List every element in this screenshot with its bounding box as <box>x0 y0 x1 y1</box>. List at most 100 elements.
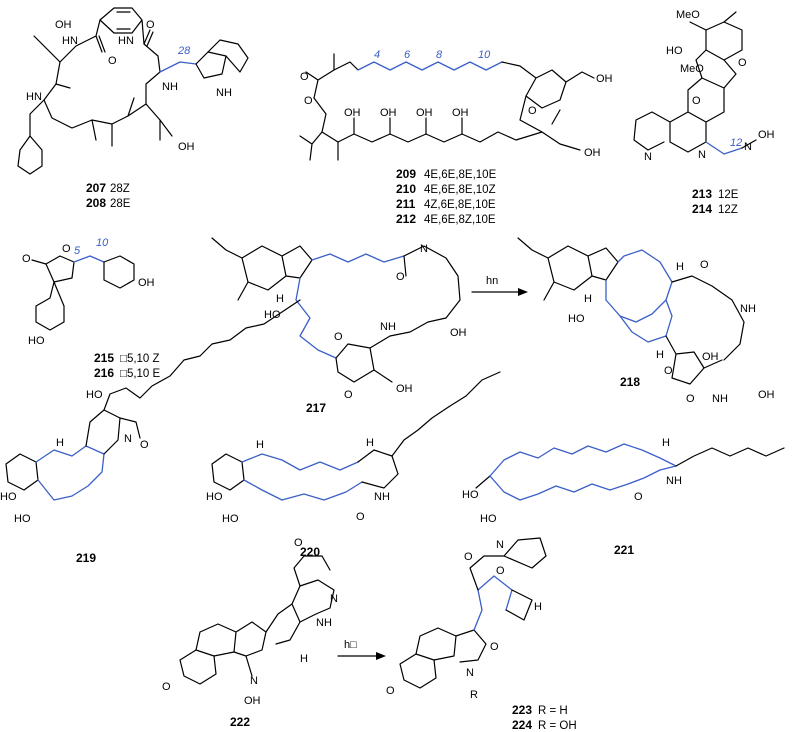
o-label-222b: O <box>294 537 303 549</box>
ho-label-220: HO <box>206 491 223 503</box>
isomer-210: 4E,6E,8E,10Z <box>424 184 496 196</box>
n-oxime-label: N <box>744 141 752 153</box>
reaction-condition-2: h□ <box>344 639 357 651</box>
n-label-222b: N <box>330 593 338 605</box>
hn-label-207b: HN <box>118 35 134 47</box>
structure-220: NH O H H HO HO 220 <box>206 371 501 559</box>
substituent-223: R = H <box>538 705 568 717</box>
n-label-213: N <box>698 149 706 161</box>
isomer-215: □5,10 Z <box>120 353 160 365</box>
h-label-218c: H <box>656 349 664 361</box>
o-label-223b: O <box>490 641 499 653</box>
isomer-216: □5,10 E <box>120 368 161 380</box>
nh-label-220: NH <box>374 491 390 503</box>
locant-5: 5 <box>74 245 81 257</box>
oh-label-217: OH <box>450 327 467 339</box>
ho-label-219b: HO <box>0 491 17 503</box>
compound-id-213: 213 <box>692 187 712 201</box>
compound-id-215: 215 <box>94 351 114 365</box>
compound-id-211: 211 <box>396 197 416 211</box>
structure-221: HO HO NH O H 221 <box>462 437 785 557</box>
ho-label-219c: HO <box>14 513 31 525</box>
h-label-221: H <box>662 437 670 449</box>
h-label-223: H <box>534 601 542 613</box>
oh-label-209a: OH <box>596 73 613 85</box>
ho-label-219: HO <box>86 389 103 401</box>
hn-label-207c: HN <box>26 91 42 103</box>
h-label-219: H <box>56 437 64 449</box>
ho-label-218: HO <box>568 313 585 325</box>
compound-id-217: 217 <box>306 401 326 415</box>
compound-id-207: 207 <box>86 181 106 195</box>
compound-id-216: 216 <box>94 366 114 380</box>
structure-218: H HO H H O NH OH O O NH OH 218 <box>517 237 775 405</box>
o-label-209b: O <box>304 95 313 107</box>
locant-4: 4 <box>374 49 380 61</box>
compound-id-219: 219 <box>76 551 96 565</box>
hn-label-207: HN <box>62 35 78 47</box>
h-label-217: H <box>276 293 284 305</box>
ho-label-220b: HO <box>222 513 239 525</box>
o-label-207: O <box>108 55 117 67</box>
nh-label-218b: NH <box>712 393 728 405</box>
o-label-218: O <box>700 259 709 271</box>
compound-id-208: 208 <box>86 196 106 210</box>
locant-8: 8 <box>436 49 443 61</box>
oh-label-217b: OH <box>396 383 413 395</box>
oh-oxime-label: OH <box>758 129 775 141</box>
structure-223-224: O N R O O N O H 223 R = H 224 R = OH <box>386 537 577 732</box>
n-label-213b: N <box>644 151 652 163</box>
structure-215-216: O O OH HO 5 10 215 □5,10 Z 216 □5,10 E <box>22 237 161 380</box>
o-label-209c: O <box>528 105 537 117</box>
ho-label-221: HO <box>462 489 479 501</box>
reaction-arrow-2: h□ <box>337 639 386 660</box>
oh-label-209d: OH <box>380 107 397 119</box>
compound-id-210: 210 <box>396 182 416 196</box>
o-label-215b: O <box>22 253 31 265</box>
o-label-219: O <box>140 439 149 451</box>
nh-label-217: NH <box>380 321 396 333</box>
n-label-217: N <box>420 243 428 255</box>
h-label-222: H <box>300 653 308 665</box>
structure-207-208: OH HN HN HN O O NH OH NH 28 207 28Z 208 … <box>17 7 249 210</box>
substituent-224: R = OH <box>538 720 577 732</box>
nh-label-218: NH <box>740 303 756 315</box>
oh-label-218b: OH <box>758 389 775 401</box>
o-label-213: O <box>738 57 747 69</box>
reaction-condition-1: hn <box>486 275 498 287</box>
meo-label-213b: MeO <box>680 63 704 75</box>
compound-id-209: 209 <box>396 167 416 181</box>
compound-id-214: 214 <box>692 202 712 216</box>
meo-label-213: MeO <box>676 9 700 21</box>
nh-label-221: NH <box>666 475 682 487</box>
nh-label-indole: NH <box>216 87 232 99</box>
o-label-209: O <box>300 71 309 83</box>
reaction-arrow-1: hn <box>471 275 528 296</box>
compound-id-218: 218 <box>620 375 640 389</box>
o-label-213b: O <box>692 95 701 107</box>
structure-217: H HO NH O O N OH O OH 217 <box>211 237 467 415</box>
locant-6: 6 <box>404 49 411 61</box>
oh-label-209f: OH <box>452 107 469 119</box>
r-label-223: R <box>470 689 478 701</box>
o-label-217c: O <box>344 389 353 401</box>
oh-label-222: OH <box>244 695 261 707</box>
isomer-207: 28Z <box>110 183 130 195</box>
o-label-223d: O <box>496 565 505 577</box>
h-label-220b: H <box>366 437 374 449</box>
locant-28: 28 <box>177 45 191 57</box>
structure-219: HO N O H HO HO 219 <box>0 299 301 565</box>
nh-label-222: NH <box>316 617 332 629</box>
structure-222: O N OH O NH N H 222 <box>162 537 338 729</box>
oh-label-209c: OH <box>344 107 361 119</box>
isomer-208: 28E <box>110 198 131 210</box>
o-label-223: O <box>386 685 395 697</box>
oh-label-209b: OH <box>584 147 601 159</box>
o-label-220: O <box>356 511 365 523</box>
ho-label-221b: HO <box>480 513 497 525</box>
h-label-218: H <box>584 293 592 305</box>
oh-label-207b: OH <box>178 141 195 153</box>
nh-label-207: NH <box>162 81 178 93</box>
compound-id-224: 224 <box>512 718 532 732</box>
